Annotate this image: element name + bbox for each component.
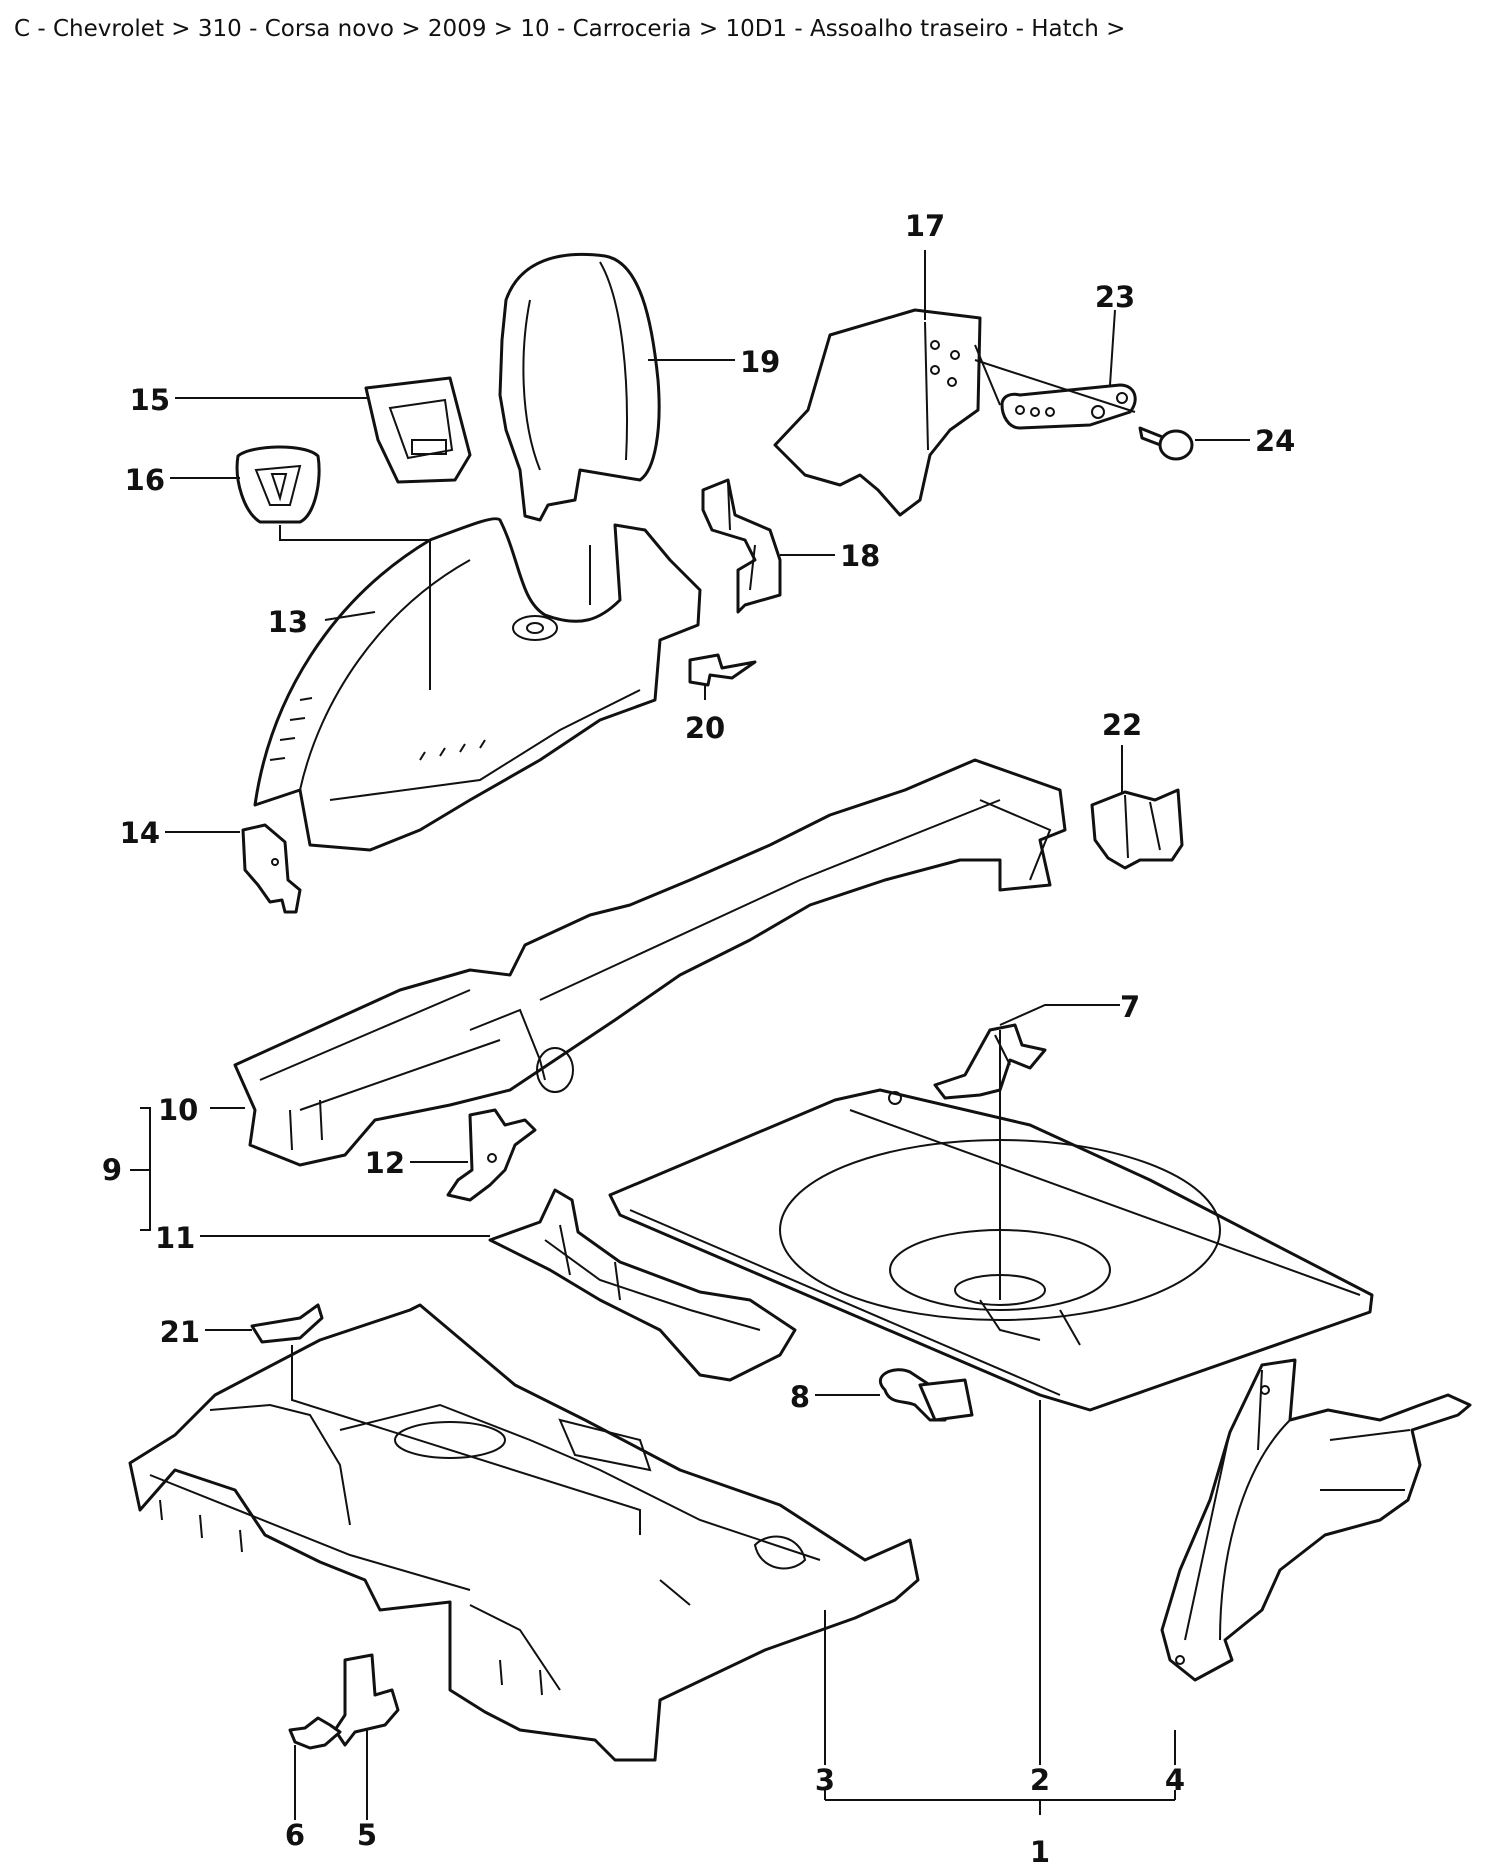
callout-1[interactable]: 1 [1030, 1835, 1050, 1869]
part-5-bracket[interactable] [333, 1653, 400, 1747]
part-7-bracket[interactable] [933, 1023, 1047, 1100]
part-14-bracket[interactable] [241, 823, 302, 914]
breadcrumb-item-section[interactable]: 10D1 - Assoalho traseiro - Hatch [725, 16, 1099, 42]
part-24-bolt[interactable] [1138, 426, 1194, 461]
callout-7[interactable]: 7 [1120, 990, 1140, 1024]
part-16-grommet[interactable] [235, 445, 321, 524]
callout-3[interactable]: 3 [815, 1763, 835, 1797]
part-22-bracket[interactable] [1090, 788, 1184, 870]
breadcrumb-item-year[interactable]: 2009 [427, 16, 487, 42]
part-13-wheelhouse-outer[interactable] [253, 517, 702, 852]
part-21-bracket[interactable] [250, 1303, 324, 1344]
callout-16[interactable]: 16 [125, 463, 165, 497]
breadcrumb-item-model[interactable]: 310 - Corsa novo [197, 16, 395, 42]
part-4-wheelhouse-outer-right[interactable] [1160, 1358, 1472, 1682]
callout-4[interactable]: 4 [1165, 1763, 1185, 1797]
callout-21[interactable]: 21 [160, 1315, 200, 1349]
part-19-wheelhouse-inner[interactable] [498, 252, 661, 522]
breadcrumb-separator: > [1106, 16, 1126, 42]
callout-10[interactable]: 10 [158, 1093, 198, 1127]
breadcrumb: C - Chevrolet > 310 - Corsa novo > 2009 … [14, 16, 1125, 42]
callout-18[interactable]: 18 [840, 539, 880, 573]
breadcrumb-separator: > [171, 16, 198, 42]
breadcrumb-separator: > [493, 16, 521, 42]
part-8-hook[interactable] [878, 1368, 974, 1422]
callout-6[interactable]: 6 [285, 1818, 305, 1852]
part-23-link[interactable] [1000, 383, 1137, 430]
callout-15[interactable]: 15 [130, 383, 170, 417]
callout-17[interactable]: 17 [905, 209, 945, 243]
breadcrumb-separator: > [698, 16, 726, 42]
callout-11[interactable]: 11 [155, 1221, 195, 1255]
part-20-clip[interactable] [688, 653, 757, 687]
callout-22[interactable]: 22 [1102, 708, 1142, 742]
callout-20[interactable]: 20 [685, 711, 725, 745]
breadcrumb-separator: > [401, 16, 428, 42]
leader-lines [130, 250, 1250, 1820]
callout-23[interactable]: 23 [1095, 280, 1135, 314]
part-3-rear-floor-panel[interactable] [128, 1303, 920, 1762]
part-15-bracket[interactable] [364, 376, 472, 484]
callout-labels: 1 2 3 4 5 6 7 8 9 10 11 12 13 14 15 16 1… [102, 209, 1296, 1869]
callout-8[interactable]: 8 [790, 1380, 810, 1414]
part-6-bracket[interactable] [288, 1716, 342, 1750]
part-10-rear-rail[interactable] [233, 758, 1067, 1167]
callout-13[interactable]: 13 [268, 605, 308, 639]
callout-9[interactable]: 9 [102, 1153, 122, 1187]
breadcrumb-item-group[interactable]: 10 - Carroceria [520, 16, 692, 42]
part-18-bracket[interactable] [701, 478, 782, 614]
callout-5[interactable]: 5 [357, 1818, 377, 1852]
callout-12[interactable]: 12 [365, 1146, 405, 1180]
part-11-crossmember[interactable] [488, 1188, 797, 1382]
callout-24[interactable]: 24 [1255, 424, 1295, 458]
callout-2[interactable]: 2 [1030, 1763, 1050, 1797]
callout-14[interactable]: 14 [120, 816, 160, 850]
part-17-bracket[interactable] [773, 308, 982, 517]
part-12-bracket[interactable] [446, 1108, 537, 1202]
callout-19[interactable]: 19 [740, 345, 780, 379]
breadcrumb-item-brand[interactable]: C - Chevrolet [14, 16, 164, 42]
